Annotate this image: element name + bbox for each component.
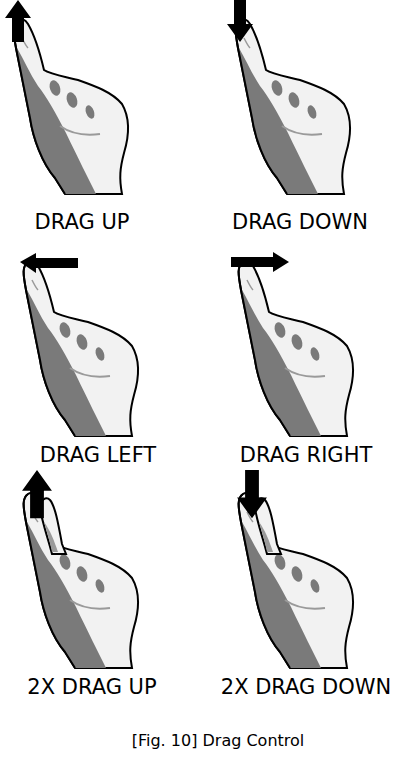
- gesture-label: DRAG DOWN: [232, 210, 368, 235]
- gesture-label: 2X DRAG DOWN: [221, 675, 391, 700]
- gesture-label: DRAG LEFT: [40, 443, 156, 468]
- gesture-label: 2X DRAG UP: [27, 675, 156, 700]
- gesture-label: DRAG RIGHT: [240, 443, 373, 468]
- gesture-label: DRAG UP: [35, 210, 130, 235]
- figure-caption: [Fig. 10] Drag Control: [132, 731, 305, 750]
